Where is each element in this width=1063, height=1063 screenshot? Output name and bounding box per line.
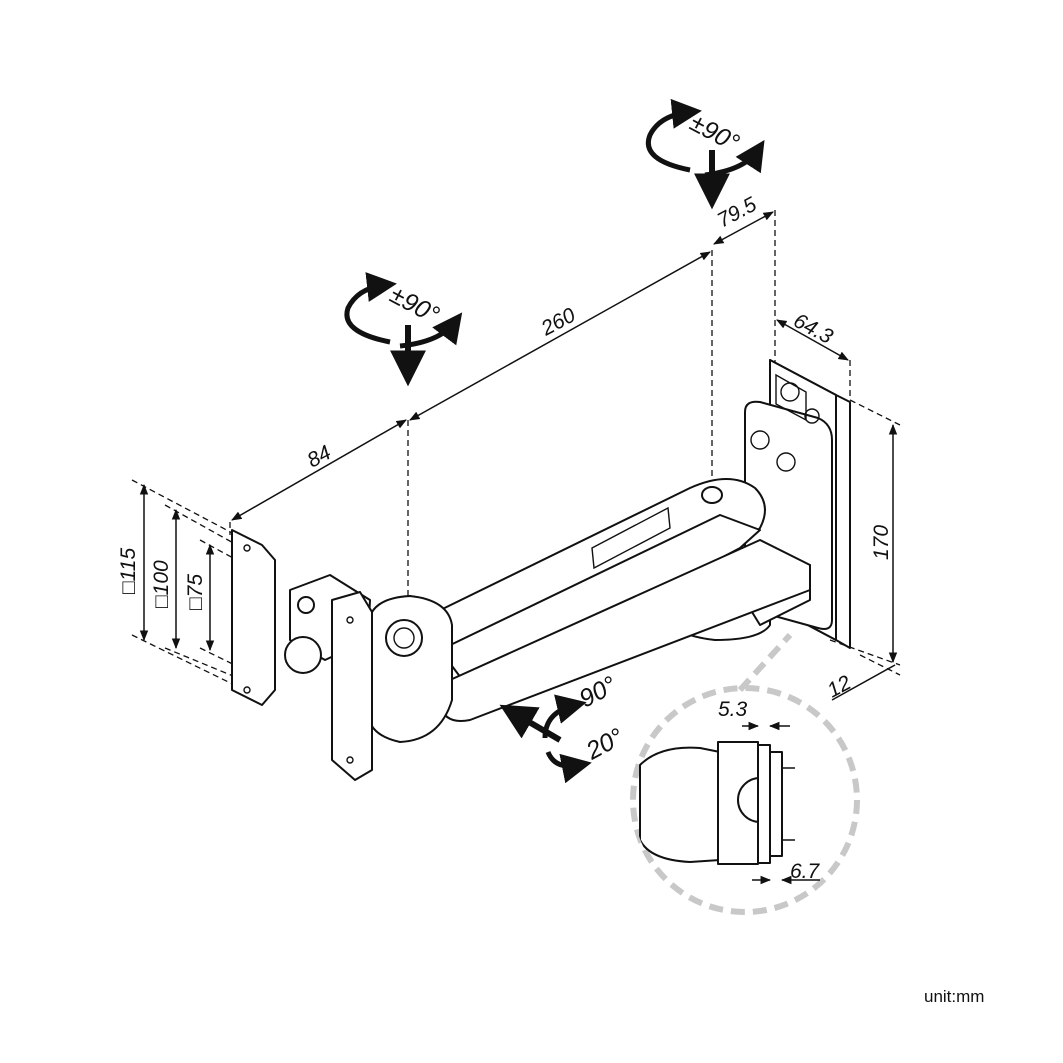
vesa-75-label: □75 — [184, 574, 207, 610]
tilt-down-label: 20° — [581, 723, 628, 766]
dim-5-3-label: 5.3 — [718, 698, 748, 721]
detail-callout — [630, 632, 860, 915]
vesa-100-label: □100 — [150, 560, 173, 608]
swivel-mid-label: ±90° — [385, 281, 444, 330]
swivel-top-arrow — [646, 98, 765, 210]
dim-64-3-label: 64.3 — [790, 309, 837, 349]
unit-label: unit:mm — [924, 987, 984, 1006]
dim-6-7-label: 6.7 — [790, 860, 821, 883]
dim-260-label: 260 — [537, 304, 580, 341]
dim-79-5-label: 79.5 — [714, 193, 761, 233]
vesa-plate — [231, 529, 373, 781]
dimension-lines — [139, 211, 898, 701]
tilt-arrow — [499, 694, 592, 784]
dim-84-label: 84 — [304, 441, 335, 472]
vesa-115-label: □115 — [117, 548, 140, 594]
swivel-mid-arrow — [344, 272, 463, 387]
dim-12-label: 12 — [824, 671, 856, 702]
dim-170-label: 170 — [870, 525, 893, 560]
